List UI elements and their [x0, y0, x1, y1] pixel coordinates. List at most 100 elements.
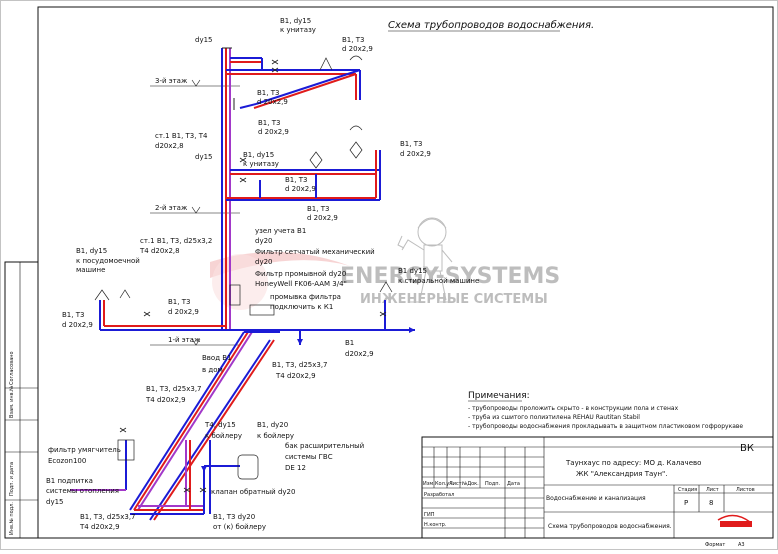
label-filter-mech-dy: dy20: [255, 258, 273, 266]
stamp-replace-inv: Взам. инв.№: [9, 385, 15, 418]
tb-format-label: Формат: [705, 542, 725, 548]
label-b1t3-f1c: В1, Т3: [168, 298, 190, 306]
label-b1t3-f2a: В1, Т3: [285, 176, 307, 184]
note-3: - трубопроводы водоснабжения прокладыват…: [468, 423, 743, 430]
label-filter-wash-brand: HoneyWell FK06-AAM 3/4": [255, 280, 347, 288]
label-d20-top: d 20х2,9: [342, 45, 373, 53]
tb-address2: ЖК "Александрия Таун".: [576, 470, 667, 478]
label-bottom-r1: В1, Т3 dy20: [213, 513, 255, 521]
label-to-boiler-t4: к бойлеру: [205, 432, 242, 440]
tb-sheets-label: Листов: [736, 487, 755, 493]
label-exp-tank1: бак расширительный: [285, 442, 364, 450]
faucet3b-icon: [349, 125, 363, 131]
fixtures: [94, 55, 393, 480]
label-d20-f1: d 20х2,9: [62, 321, 93, 329]
label-to-boiler-b1: к бойлеру: [257, 432, 294, 440]
label-b1-dy15-wash: В1 dy15: [398, 267, 427, 275]
floor-2-label: 2-й этаж: [155, 204, 188, 212]
floor-1-label: 1-й этаж: [168, 336, 201, 344]
watermark-brand: ENERGY-SYSTEMS: [340, 264, 560, 289]
diagram-title: Схема трубопроводов водоснабжения.: [388, 19, 594, 31]
faucet3-icon: [349, 55, 363, 61]
flow-arrows: [201, 327, 415, 472]
label-d20-f2b: d 20х2,9: [307, 214, 338, 222]
label-b1t3-f3a: В1, Т3: [257, 89, 279, 97]
label-b1t3-f3b: В1, Т3: [258, 119, 280, 127]
title-block: ВК Таунхаус по адресу: МО д. Калачево ЖК…: [421, 436, 774, 548]
label-t4-dy15: Т4, dy15: [204, 421, 236, 429]
filter-block-icon: [249, 304, 275, 316]
label-b1t3t4-f1: В1, Т3, d25х3,7: [272, 361, 328, 369]
tb-stage-value: Р: [684, 499, 688, 507]
meter-icon: [229, 284, 241, 306]
expansion-tank-icon: [237, 454, 259, 480]
label-d20-f3b: d 20х2,9: [258, 128, 289, 136]
label-riser-dy15-top: dy15: [195, 36, 213, 44]
side-stamp: Согласовано Взам. инв.№ Подп. и дата Инв…: [4, 261, 39, 539]
tb-sheet-title: Схема трубопроводов водоснабжения.: [548, 523, 672, 530]
watermark: ENERGY-SYSTEMS ИНЖЕНЕРНЫЕ СИСТЕМЫ: [210, 217, 560, 310]
tb-stage-label: Стадия: [678, 487, 697, 493]
dishwasher-icon: [94, 289, 110, 301]
valves: [119, 59, 387, 493]
wc3-fixture-icon: [319, 57, 333, 71]
label-b1t3-f2b: В1, Т3: [307, 205, 329, 213]
label-dish: машине: [76, 266, 105, 274]
label-d20-f2right: d 20х2,9: [400, 150, 431, 158]
tb-col-list: Лист: [449, 481, 462, 487]
label-heating-dy: dy15: [46, 498, 64, 506]
note-1: - трубопроводы проложить скрыто - в конс…: [468, 405, 679, 412]
sink2b-icon: [349, 141, 363, 159]
notes: Примечания: - трубопроводы проложить скр…: [468, 391, 743, 430]
label-d20-f1c: d 20х2,9: [168, 308, 199, 316]
stamp-sign-date: Подп. и дата: [9, 462, 15, 496]
label-t4-d20x28: Т4 d20х2,8: [139, 247, 180, 255]
label-d20-main: d20х2,9: [345, 350, 374, 358]
label-to-wc2: к унитазу: [243, 160, 279, 168]
label-softener-brand: Ecozon100: [48, 457, 86, 465]
label-exp-tank2: системы ГВС: [285, 453, 333, 461]
label-bottom-l2: Т4 d20х2,9: [79, 523, 120, 531]
label-d20x28: d20х2,8: [155, 142, 184, 150]
label-b1t3-top: В1, Т3: [342, 36, 364, 44]
label-filter-flush1: промывка фильтра: [270, 293, 341, 301]
tb-col-doc: №Док.: [462, 481, 479, 487]
label-d20-f2a: d 20х2,9: [285, 185, 316, 193]
tb-sheet-value: 8: [709, 499, 713, 507]
label-b1t3-f2right: В1, Т3: [400, 140, 422, 148]
label-b1-dy15-wc3: В1, dy15: [280, 17, 311, 25]
watermark-subtitle: ИНЖЕНЕРНЫЕ СИСТЕМЫ: [360, 292, 548, 307]
floor-3-label: 3-й этаж: [155, 77, 188, 85]
label-input-b1: Ввод В1: [202, 354, 232, 362]
label-heating2: системы отопления: [46, 487, 119, 495]
softener-icon: [117, 439, 135, 461]
label-bottom-l1: В1, Т3, d25х3,7: [80, 513, 136, 521]
tb-section: Водоснабжение и канализация: [546, 495, 646, 502]
washer-tap-icon: [379, 281, 393, 293]
tb-sheet-label: Лист: [706, 487, 719, 493]
tb-role-dev: Разработал: [424, 492, 454, 498]
label-filter-mech: Фильтр сетчатый механический: [255, 248, 375, 256]
label-input-house: в дом: [202, 366, 223, 374]
label-meter-node: узел учета В1: [255, 227, 306, 235]
label-b1t3-d25-l: В1, Т3, d25х3,7: [146, 385, 202, 393]
stamp-inv-orig: Инв.№ подл.: [9, 502, 15, 535]
label-st1-left: ст.1 В1, Т3, Т4: [155, 132, 208, 140]
label-filter-flush2: подключить к К1: [270, 303, 333, 311]
tap-f1-icon: [119, 289, 131, 299]
note-2: - труба из сшитого полиэтилена REHAU Rau…: [468, 414, 640, 421]
label-riser-dy15-f2: dy15: [195, 153, 213, 161]
label-b1-dy20: В1, dy20: [257, 421, 288, 429]
tb-col-izm: Изм.: [423, 481, 435, 487]
notes-heading: Примечания:: [468, 391, 530, 401]
label-to-wash: к стиральной машине: [398, 277, 479, 285]
stamp-agreed: Согласовано: [9, 351, 15, 385]
tb-col-sign: Подп.: [485, 481, 501, 487]
label-t4-d20-f1: Т4 d20х2,9: [275, 372, 316, 380]
worker-figure-icon: [397, 217, 454, 303]
tb-role-gip: ГИП: [424, 512, 435, 518]
label-t4-d20-l: Т4 d20х2,9: [145, 396, 186, 404]
label-heating1: В1 подпитка: [46, 477, 93, 485]
